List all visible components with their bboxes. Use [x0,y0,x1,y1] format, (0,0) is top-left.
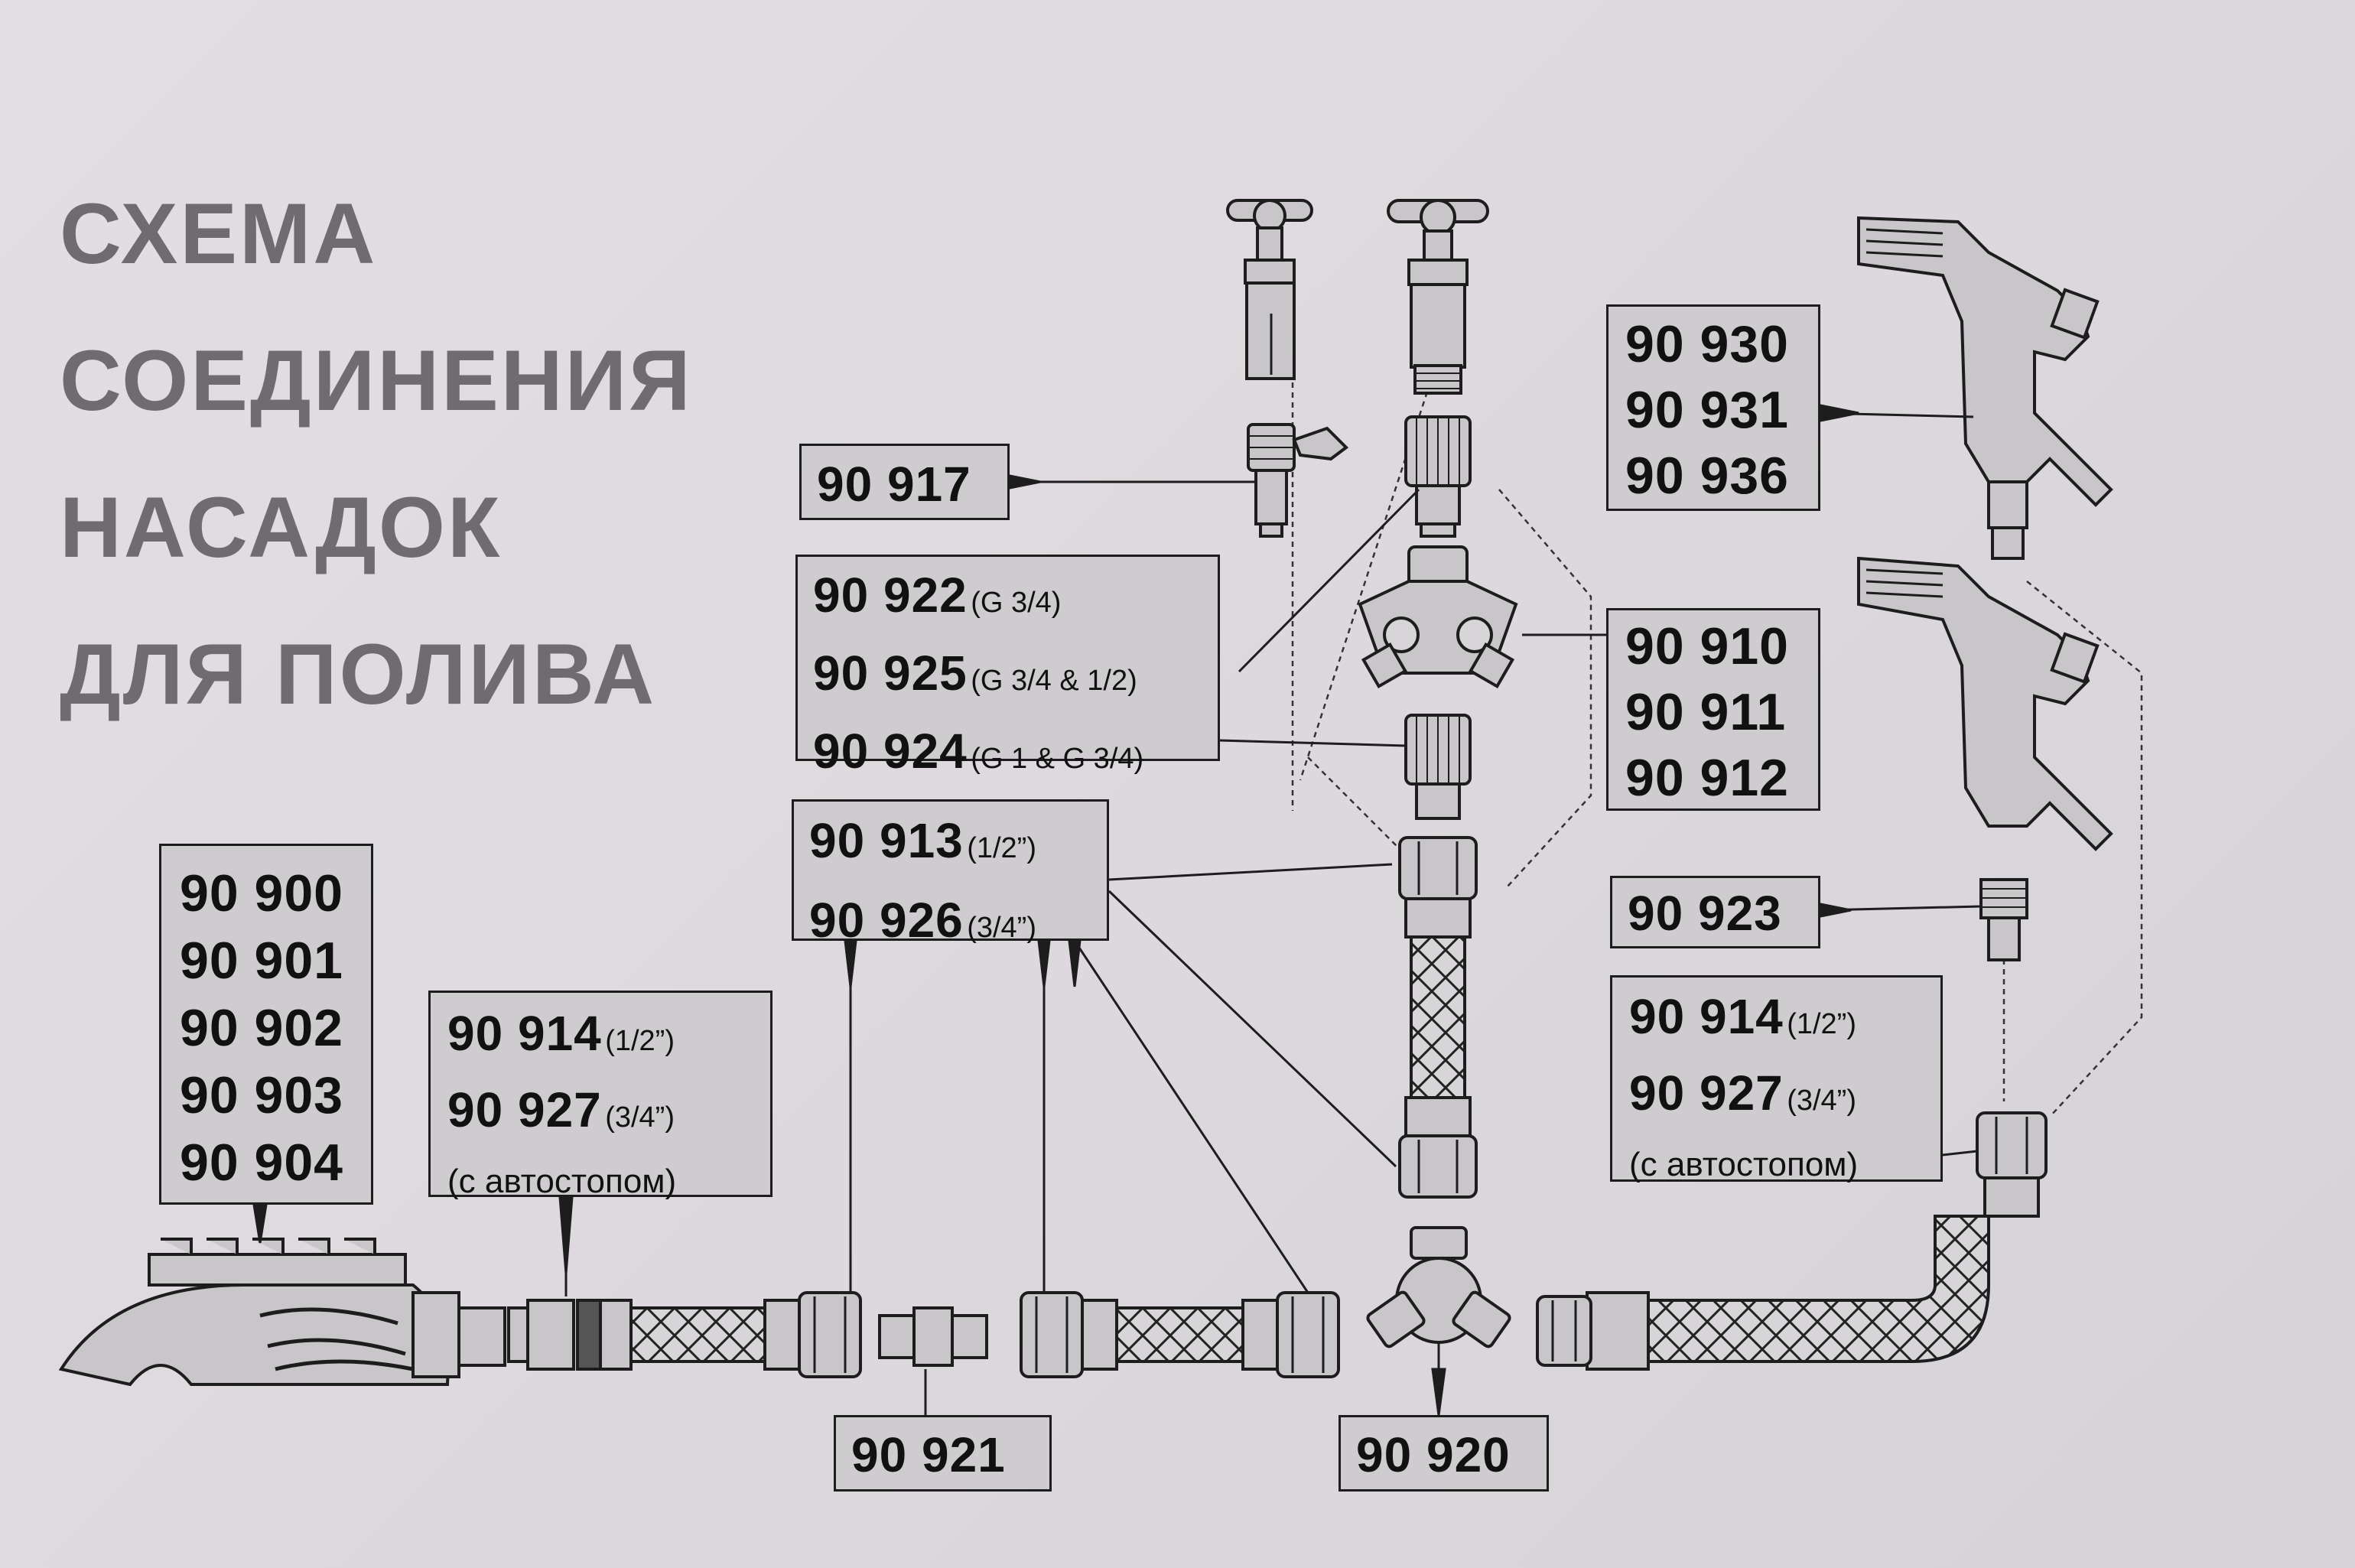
label-tap-adapters: 90 922 (G 3/4) 90 925 (G 3/4 & 1/2) 90 9… [795,555,1220,761]
label-spray-guns: 90 930 90 931 90 936 [1606,304,1820,511]
water-tap-left [1228,200,1312,379]
tap-adapter-top [1406,417,1470,536]
tap-adapter-mid [1406,715,1470,818]
tap-adapter-lever-part [1248,425,1346,536]
code-90900: 90 900 [180,860,371,927]
size-1-2: (1/2”) [1787,1008,1856,1040]
size-3-4: (3/4”) [1787,1085,1856,1117]
y-splitter-part [1366,1228,1511,1348]
code-90924: 90 924 [813,724,968,779]
valve-splitter-part [1360,547,1516,686]
code-90914: 90 914 [447,1006,602,1061]
code-90902: 90 902 [180,994,371,1062]
vertical-hose [1400,838,1476,1197]
label-valve-splitter: 90 910 90 911 90 912 [1606,608,1820,811]
code-90911: 90 911 [1625,679,1818,745]
code-90930: 90 930 [1625,311,1818,377]
label-nozzle-adapter: 90 923 [1610,876,1820,948]
code-90921: 90 921 [851,1422,1049,1488]
code-90901: 90 901 [180,927,371,994]
quick-connector-left [509,1300,600,1369]
label-sprinkler: 90 900 90 901 90 902 90 903 90 904 [159,844,373,1205]
code-90903: 90 903 [180,1062,371,1129]
hose-segment-2 [1021,1293,1339,1377]
thread-size: (G 1 & G 3/4) [971,743,1143,775]
hose-segment-1 [600,1293,860,1377]
title-line-1: СХЕМА [60,191,377,277]
code-90910: 90 910 [1625,613,1818,679]
sprinkler-part [61,1239,505,1384]
code-90927: 90 927 [1629,1065,1784,1121]
nozzle-adapter-part [1981,880,2027,960]
code-90925: 90 925 [813,646,968,701]
code-90931: 90 931 [1625,377,1818,443]
code-90927: 90 927 [447,1082,602,1137]
code-90912: 90 912 [1625,745,1818,811]
spray-gun-bottom [1859,558,2111,849]
label-coupler: 90 921 [834,1415,1052,1492]
code-90936: 90 936 [1625,443,1818,509]
spray-gun-top [1859,218,2111,558]
label-repair: 90 913 (1/2”) 90 926 (3/4”) [792,799,1109,941]
code-90922: 90 922 [813,568,968,623]
title-line-3: НАСАДОК [60,485,502,571]
thread-size: (G 3/4 & 1/2) [971,665,1137,697]
label-connector-left: 90 914 (1/2”) 90 927 (3/4”) (с автостопо… [428,991,773,1197]
coupler-part [880,1308,987,1365]
code-90926: 90 926 [809,893,964,948]
title-line-4: ДЛЯ ПОЛИВА [60,632,656,717]
size-1-2: (1/2”) [605,1025,675,1057]
code-90904: 90 904 [180,1129,371,1196]
code-90917: 90 917 [817,452,1007,516]
code-90914: 90 914 [1629,989,1784,1044]
label-y-splitter: 90 920 [1339,1415,1549,1492]
size-3-4: (3/4”) [967,912,1036,944]
size-1-2: (1/2”) [967,832,1036,864]
code-90913: 90 913 [809,813,964,868]
code-90920: 90 920 [1356,1422,1547,1488]
autostop-note: (с автостопом) [447,1155,770,1209]
thread-size: (G 3/4) [971,587,1061,619]
code-90923: 90 923 [1628,881,1818,945]
autostop-note: (с автостопом) [1629,1138,1940,1192]
title-line-2: СОЕДИНЕНИЯ [60,338,693,424]
water-tap-right [1388,200,1488,393]
label-tap-adapter-lever: 90 917 [799,444,1010,520]
size-3-4: (3/4”) [605,1101,675,1134]
label-connector-right: 90 914 (1/2”) 90 927 (3/4”) (с автостопо… [1610,975,1943,1182]
